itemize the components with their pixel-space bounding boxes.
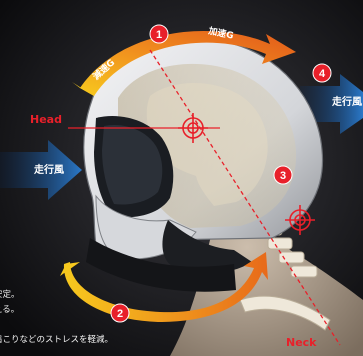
rotation-arc-bottom — [63, 252, 268, 322]
g-force-arc-top-tail — [72, 82, 94, 96]
skull — [146, 82, 268, 206]
wind-label-left: 走行風 — [34, 165, 64, 176]
helmet-base — [86, 238, 236, 292]
rotation-arc-bottom-head — [60, 262, 80, 276]
svg-text:1: 1 — [156, 29, 162, 41]
neck-axis-line — [149, 49, 341, 346]
helmet-collar — [162, 220, 252, 274]
note-line-2: える。 — [0, 305, 20, 315]
visor-inner — [102, 124, 163, 205]
note-line-3: 肩こりなどのストレスを軽減。 — [0, 335, 114, 345]
neck-label: Neck — [286, 336, 317, 349]
g-force-arc-top — [80, 30, 296, 96]
marker-1-icon: 1 — [149, 24, 169, 44]
wind-arrow-left — [0, 140, 82, 200]
neck-target-icon — [285, 205, 315, 235]
marker-3-icon: 3 — [273, 165, 293, 185]
svg-text:2: 2 — [117, 308, 123, 320]
svg-text:3: 3 — [280, 170, 286, 182]
head-target-icon — [178, 113, 208, 143]
head-label: Head — [30, 113, 62, 126]
marker-4-icon: 4 — [312, 63, 332, 83]
wind-label-right: 走行風 — [332, 97, 362, 108]
marker-2-icon: 2 — [110, 303, 130, 323]
svg-text:4: 4 — [319, 68, 326, 80]
note-line-1: 安定。 — [0, 290, 20, 300]
